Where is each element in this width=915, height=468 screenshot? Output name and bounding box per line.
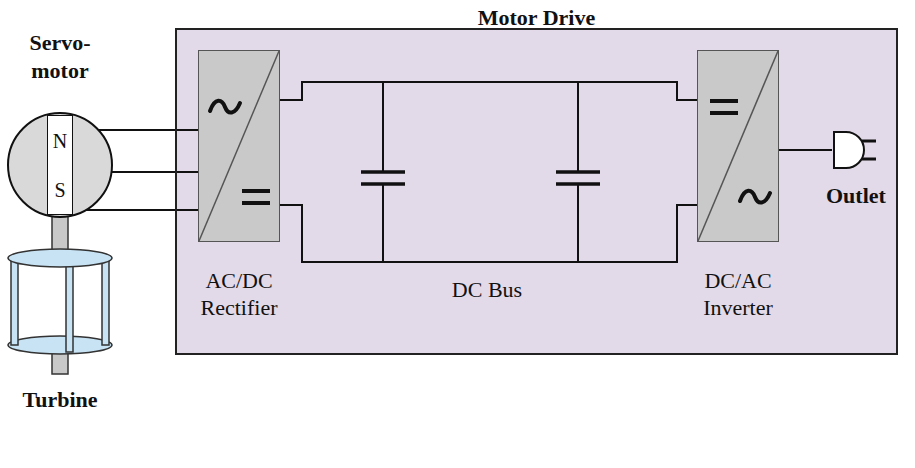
plug-prong	[862, 140, 876, 143]
plug-prong	[862, 158, 876, 161]
turbine-blade	[102, 258, 109, 345]
rectifier-label: AC/DC Rectifier	[183, 267, 295, 321]
turbine-disc	[8, 249, 112, 267]
plug-body	[834, 132, 864, 168]
capacitor-symbol	[361, 82, 405, 262]
inverter-box: DC/AC Inverter	[697, 50, 779, 242]
rectifier-box: AC/DC Rectifier	[198, 50, 280, 242]
magnet-pole: S	[54, 179, 65, 201]
motor-outline	[8, 113, 112, 217]
rectifier-box-shape	[199, 51, 279, 241]
inverter-label: DC/AC Inverter	[682, 267, 794, 321]
capacitor-plate	[361, 170, 405, 174]
servomotor-label: Servo- motor	[18, 29, 102, 85]
dc-symbol	[710, 99, 738, 103]
motor-shaft	[52, 216, 68, 252]
drive-frame-guide	[176, 29, 897, 354]
ac-symbol	[210, 101, 240, 113]
ac-symbol	[740, 191, 770, 203]
capacitor-lead	[382, 82, 384, 172]
power-wire	[86, 209, 198, 211]
turbine-area: Turbine	[6, 248, 114, 378]
converter-diagonal	[199, 51, 279, 241]
inverter-box-shape	[698, 51, 778, 241]
bus-label: DC Bus	[452, 276, 522, 303]
capacitor-lead	[382, 184, 384, 262]
capacitor-plate	[556, 170, 600, 174]
dc-symbol	[242, 189, 270, 193]
magnet-pole: N	[53, 130, 67, 152]
power-wire	[112, 171, 198, 173]
turbine-disc	[8, 336, 112, 354]
magnet-bar: NS	[47, 115, 73, 215]
servomotor-circle: NSServo- motor	[6, 111, 114, 219]
capacitor-lead	[577, 82, 579, 172]
motor-drive-fill	[175, 28, 898, 355]
turbine-label: Turbine	[22, 386, 97, 413]
dc-symbol	[710, 111, 738, 115]
power-wire	[779, 149, 832, 151]
motor-drive-box: AC/DC RectifierDC/AC InverterMotor Drive	[175, 28, 898, 355]
turbine-blade	[11, 258, 18, 345]
power-wire	[98, 129, 198, 131]
dc-bus-rail	[280, 205, 697, 262]
turbine-drawing	[8, 249, 112, 374]
outlet-plug: Outlet	[832, 126, 876, 174]
converter-diagonal	[698, 51, 778, 241]
outlet-plug-shape	[832, 126, 876, 174]
drive-title: Motor Drive	[177, 4, 896, 31]
turbine-blade	[66, 262, 73, 352]
capacitor-lead	[577, 184, 579, 262]
dc-symbol	[242, 201, 270, 205]
capacitor-symbol	[556, 82, 600, 262]
dc-bus-rail	[280, 82, 697, 100]
outlet-label: Outlet	[826, 182, 886, 209]
